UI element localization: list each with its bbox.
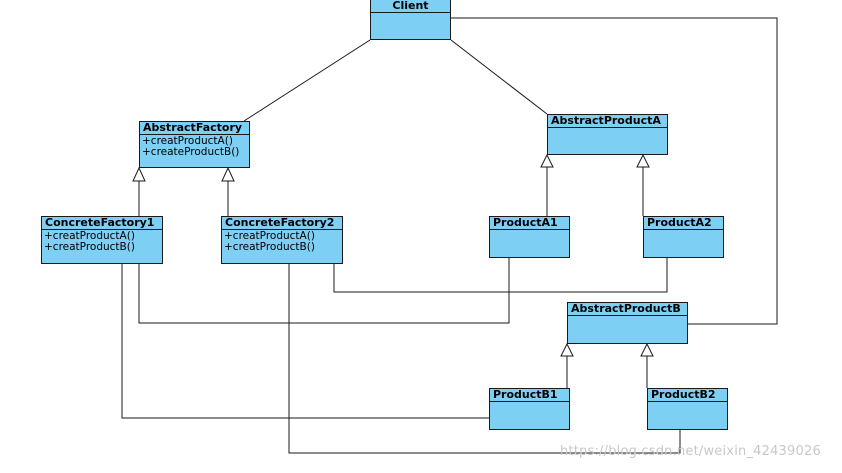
- concrete-factory1-class-name: ConcreteFactory1: [42, 217, 162, 230]
- cf2-inherit-arrowhead: [221, 166, 235, 182]
- cf1-to-product-b1-line: [121, 264, 489, 419]
- abstract-factory-class[interactable]: AbstractFactory +creatProductA() +create…: [139, 121, 250, 168]
- product-a1-class-name: ProductA1: [490, 217, 569, 230]
- client-to-abstract-product-b-line: [451, 17, 778, 325]
- product-b2-class-name: ProductB2: [648, 389, 727, 402]
- client-to-abstract-factory-line: [243, 39, 371, 122]
- product-a2-class-name: ProductA2: [644, 217, 723, 230]
- concrete-factory2-operations: +creatProductA() +creatProductB(): [222, 230, 342, 254]
- watermark-text: https://blog.csdn.net/weixin_42439026: [560, 444, 821, 459]
- concrete-factory1-operations: +creatProductA() +creatProductB(): [42, 230, 162, 254]
- product-a1-class[interactable]: ProductA1: [489, 216, 570, 258]
- abstract-product-b-class-name: AbstractProductB: [568, 303, 687, 316]
- cf2-to-product-b2-line: [288, 264, 681, 454]
- cf2-to-product-a2-line: [333, 258, 668, 293]
- product-b2-class[interactable]: ProductB2: [647, 388, 728, 430]
- cf1-to-product-a1-line: [138, 258, 510, 324]
- abstract-factory-op-2: +createProductB(): [142, 146, 240, 158]
- pb1-inherit-arrowhead: [560, 342, 574, 357]
- abstract-factory-class-name: AbstractFactory: [140, 122, 249, 135]
- concrete-factory1-class[interactable]: ConcreteFactory1 +creatProductA() +creat…: [41, 216, 163, 264]
- product-b1-class-name: ProductB1: [490, 389, 569, 402]
- concrete-factory1-op-1: +creatProductA(): [44, 230, 135, 242]
- concrete-factory1-op-2: +creatProductB(): [44, 241, 135, 253]
- pa2-inherit-arrowhead: [636, 153, 650, 168]
- abstract-factory-operations: +creatProductA() +createProductB(): [140, 135, 249, 159]
- product-b1-class[interactable]: ProductB1: [489, 388, 570, 430]
- concrete-factory2-class-name: ConcreteFactory2: [222, 217, 342, 230]
- abstract-product-a-class-name: AbstractProductA: [548, 115, 667, 128]
- client-class[interactable]: Client: [370, 0, 451, 40]
- concrete-factory2-class[interactable]: ConcreteFactory2 +creatProductA() +creat…: [221, 216, 343, 264]
- client-class-name: Client: [371, 0, 450, 13]
- abstract-product-b-class[interactable]: AbstractProductB: [567, 302, 688, 344]
- product-a2-class[interactable]: ProductA2: [643, 216, 724, 258]
- abstract-factory-op-1: +creatProductA(): [142, 135, 233, 147]
- concrete-factory2-op-1: +creatProductA(): [224, 230, 315, 242]
- pa1-inherit-arrowhead: [540, 153, 554, 168]
- cf1-inherit-arrowhead: [132, 166, 146, 182]
- client-to-abstract-product-a-line: [450, 39, 548, 115]
- concrete-factory2-op-2: +creatProductB(): [224, 241, 315, 253]
- abstract-product-a-class[interactable]: AbstractProductA: [547, 114, 668, 155]
- pb2-inherit-arrowhead: [640, 342, 654, 357]
